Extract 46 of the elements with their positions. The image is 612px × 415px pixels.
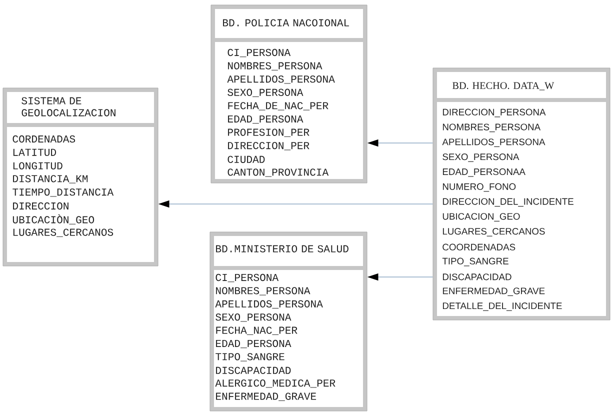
field-name: DIRECCION_PER (228, 142, 310, 150)
field-name: DIRECCION_PERSONA (442, 108, 546, 118)
table-title: BD. HECHO. DATA_W (452, 82, 554, 90)
field-name: LUGARES_CERCANOS (442, 228, 545, 236)
field-name: CI_PERSONA (216, 274, 279, 282)
table-title: SISTEMA DE GEOLOCALIZACION (22, 97, 116, 116)
field-name: FECHA_NAC_PER (216, 326, 298, 335)
field-name: APELLIDOS_PERSONA (215, 300, 323, 308)
field-name: NOMBRES_PERSONA (216, 287, 310, 296)
field-name: TIEMPO_DISTANCIA (12, 188, 114, 197)
field-name: LONGITUD (13, 162, 62, 170)
field-name: NUMERO_FONO (442, 183, 516, 192)
field-name: SEXO_PERSONA (228, 88, 304, 97)
field-name: DIRECCION (13, 202, 68, 210)
field-name: APELLIDOS_PERSONA (227, 76, 335, 84)
field-name: CANTON_PROVINCIA (228, 168, 329, 177)
field-name: ALERGICO_MEDICA_PER (215, 380, 336, 388)
field-name: DIRECCION_DEL_INCIDENTE (442, 198, 574, 207)
field-name: APELLIDOS_PERSONA (442, 138, 546, 147)
field-name: CORDENADAS (12, 135, 76, 143)
field-name: TIPO_SANGRE (442, 258, 508, 266)
field-name: LUGARES_CERCANOS (13, 228, 114, 237)
field-name: EDAD_PERSONA (228, 115, 304, 124)
field-name: COORDENADAS (442, 244, 516, 250)
field-name: DISCAPACIDAD (442, 274, 512, 280)
field-name: UBICACIÒN_GEO (12, 214, 94, 224)
field-name: NOMBRES_PERSONA (442, 124, 541, 132)
field-name: ENFERMEDAD_GRAVE (442, 288, 545, 296)
table-title: BD.MINISTERIO DE SALUD (216, 245, 348, 252)
field-name: EDAD_PERSONAA (442, 168, 526, 177)
field-name: LATITUD (13, 148, 56, 156)
table-title: BD. POLICIA NACOIONAL (223, 19, 349, 26)
field-name: TIPO_SANGRE (216, 353, 284, 362)
field-name: DISTANCIA_KM (13, 175, 88, 184)
field-name: NOMBRES_PERSONA (228, 62, 322, 70)
field-name: UBICACION_GEO (442, 213, 520, 222)
field-name: DETALLE_DEL_INCIDENTE (442, 302, 562, 311)
field-name: EDAD_PERSONA (216, 340, 292, 348)
field-name: CI_PERSONA (228, 48, 291, 58)
field-name: PROFESION_PER (228, 128, 310, 137)
field-name: SEXO_PERSONA (442, 154, 520, 162)
field-name: SEXO_PERSONA (216, 314, 292, 322)
field-name: DISCAPACIDAD (216, 366, 291, 374)
field-name: CIUDAD (228, 156, 265, 163)
field-name: ENFERMEDAD_GRAVE (216, 392, 316, 401)
field-name: FECHA_DE_NAC_PER (228, 102, 328, 110)
